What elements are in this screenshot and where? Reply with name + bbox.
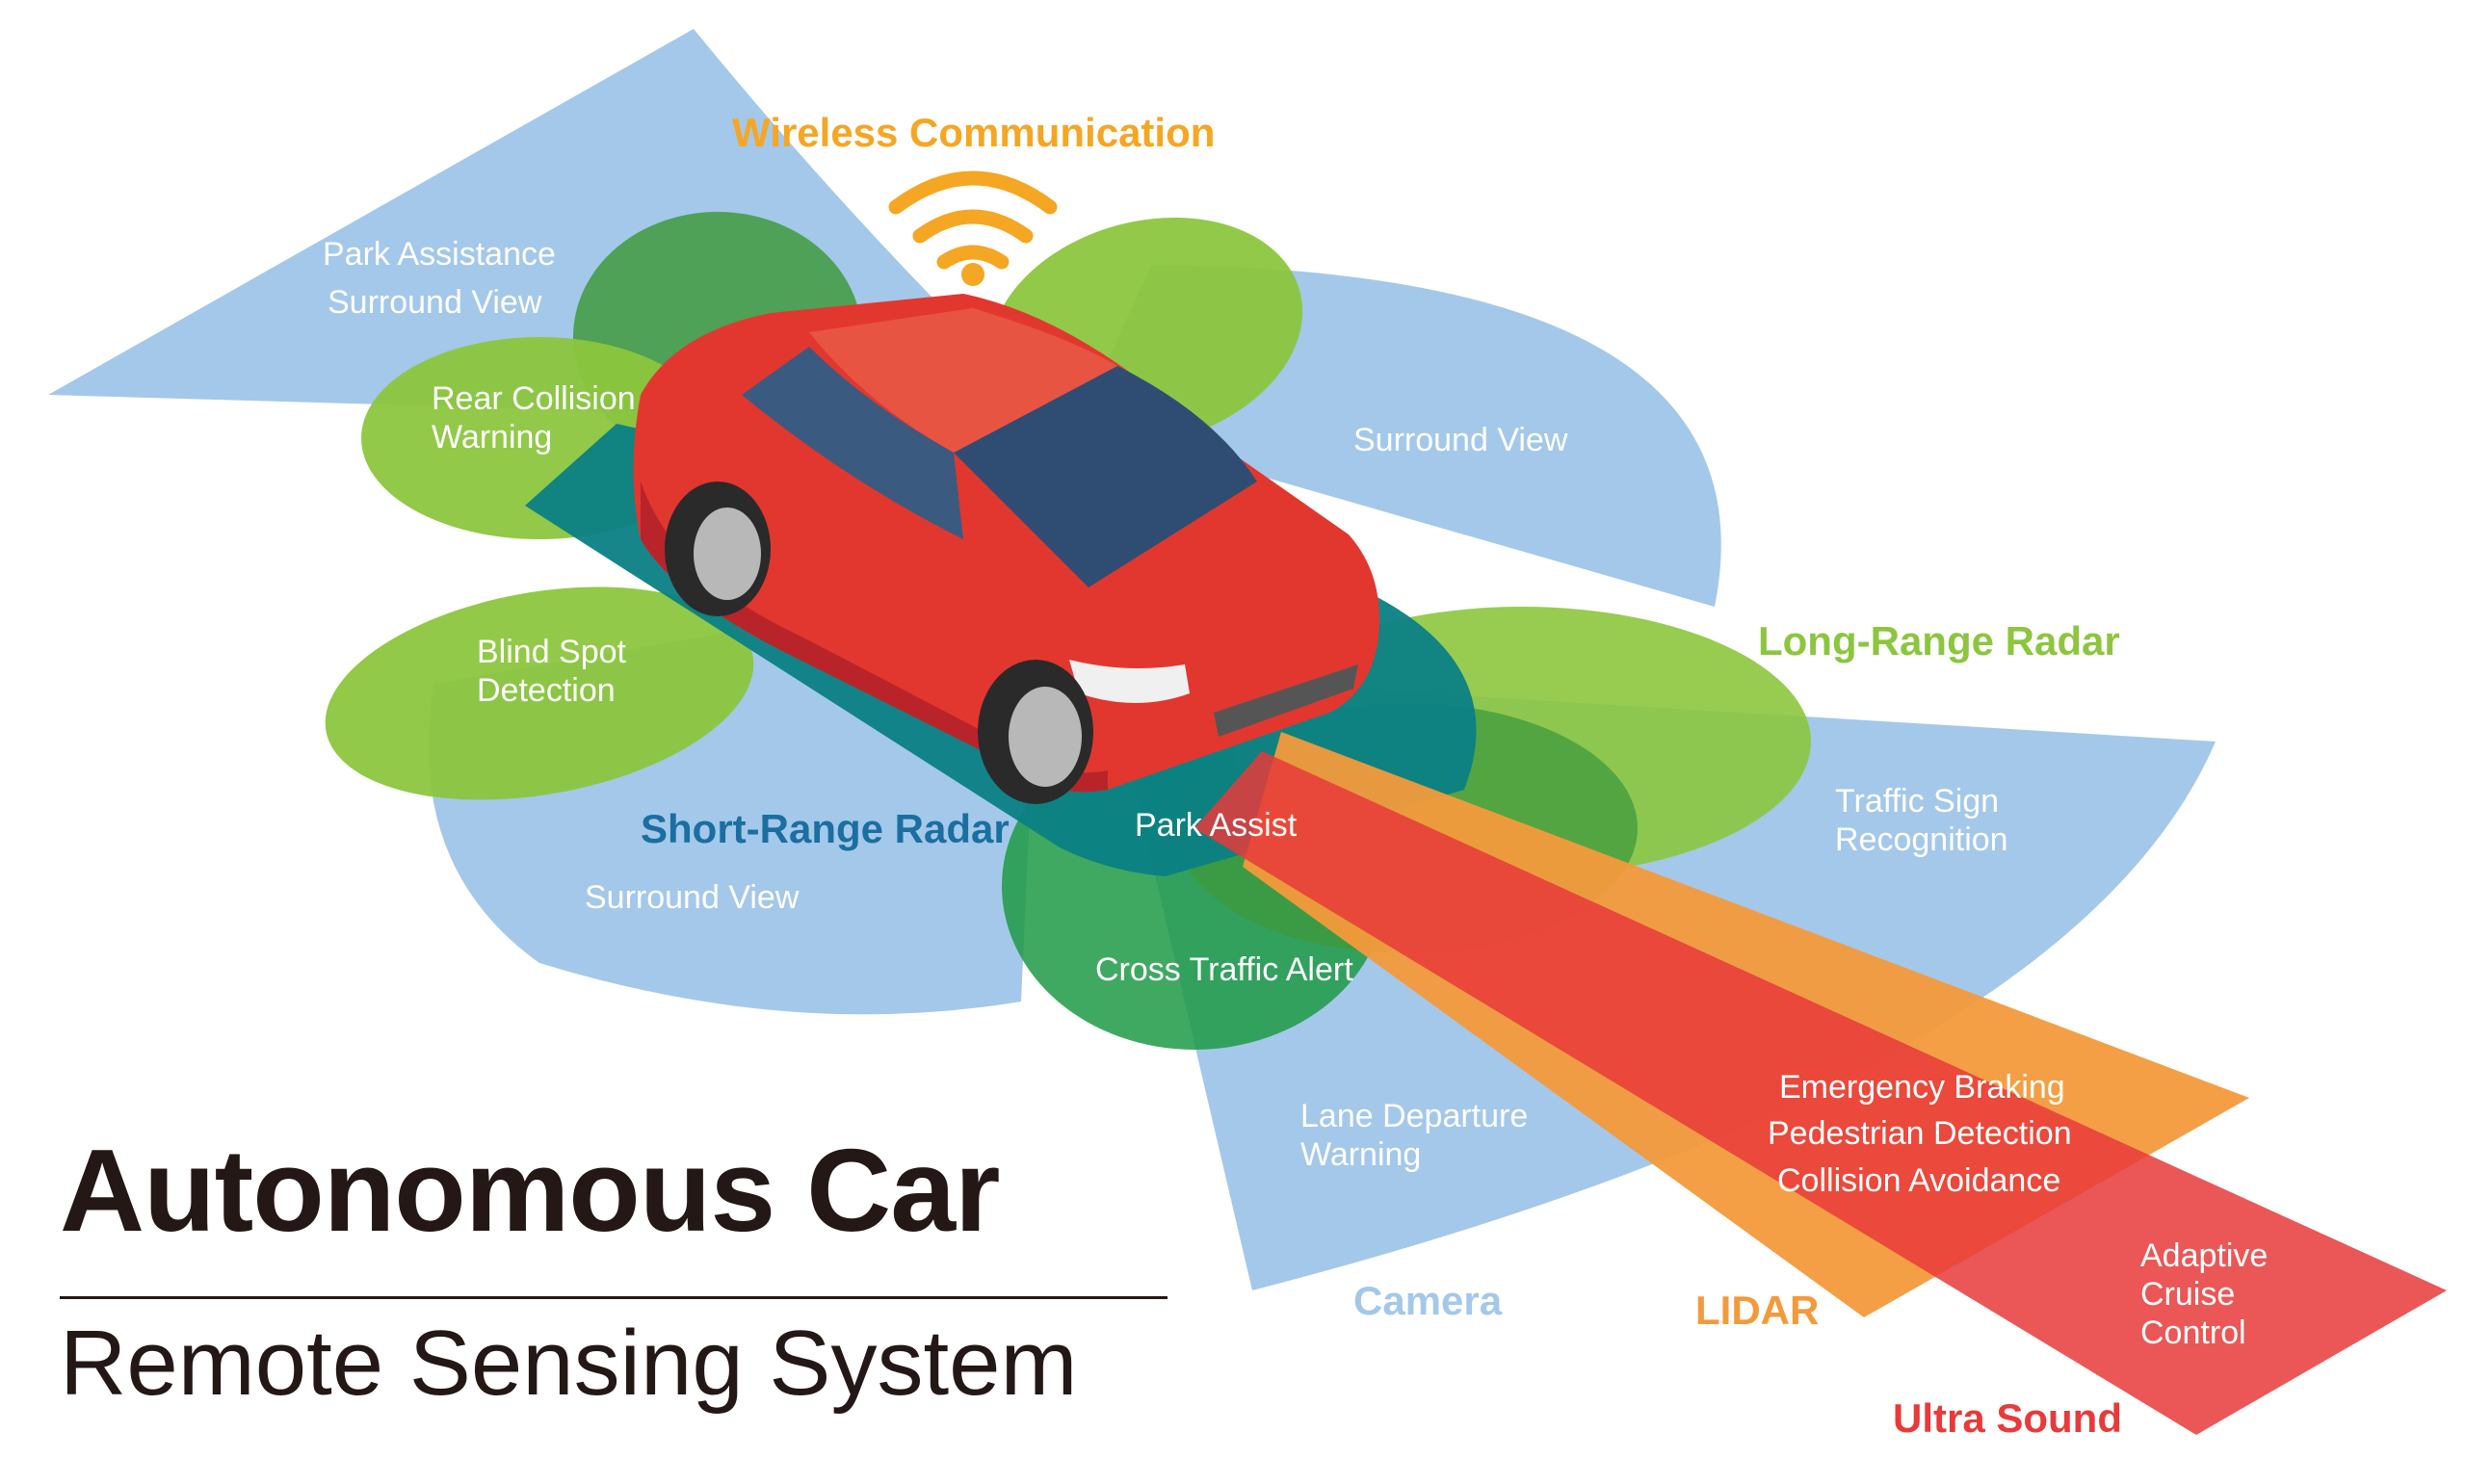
park-assistance-label: Park Assistance [323, 236, 556, 273]
blind-spot-detection-label: Detection [477, 672, 616, 709]
short-range-radar-label: Short-Range Radar [641, 806, 1010, 851]
park-assist-label: Park Assist [1135, 807, 1298, 844]
lidar-label: LIDAR [1695, 1288, 1819, 1333]
camera-label: Camera [1353, 1278, 1503, 1323]
adaptive-label: Adaptive [2140, 1237, 2268, 1274]
lane-departure-label: Lane Departure [1300, 1098, 1528, 1134]
emergency-braking-label: Emergency Braking [1779, 1069, 2065, 1106]
ultrasound-beam [1194, 751, 2447, 1435]
car [633, 294, 1379, 804]
cruise-label: Cruise [2140, 1276, 2235, 1313]
long-range-radar-label: Long-Range Radar [1758, 618, 2120, 664]
car-side-window [742, 347, 963, 539]
cross-traffic-label: Cross Traffic Alert [1095, 951, 1353, 988]
traffic-sign-label: Traffic Sign [1835, 783, 1999, 820]
car-wheel-rear [665, 482, 771, 616]
surround-view-right-label: Surround View [1353, 422, 1568, 458]
car-roof [809, 308, 1117, 453]
car-grille [1214, 664, 1358, 737]
surround-view-rear-label: Surround View [328, 284, 542, 321]
collision-avoidance-label: Collision Avoidance [1777, 1162, 2060, 1199]
surround-view-left-label: Surround View [585, 879, 800, 916]
pedestrian-detection-label: Pedestrian Detection [1768, 1115, 2072, 1152]
car-headlight [1069, 660, 1190, 703]
car-windshield [954, 366, 1257, 587]
control-label: Control [2140, 1315, 2246, 1351]
rear-collision-label: Rear Collision [432, 380, 636, 417]
title-main: Autonomous Car [60, 1125, 1001, 1256]
car-wheel-front [978, 660, 1093, 804]
radar-lobe-blind-spot [325, 586, 754, 800]
ultra-sound-label: Ultra Sound [1893, 1395, 2122, 1441]
title-sub: Remote Sensing System [60, 1312, 1078, 1415]
wifi-icon [888, 170, 1058, 286]
blind-spot-label: Blind Spot [477, 634, 627, 670]
wireless-label: Wireless Communication [732, 110, 1215, 155]
rear-collision-warning-label: Warning [432, 419, 552, 456]
title-divider [60, 1296, 1167, 1299]
lane-departure-warning-label: Warning [1300, 1136, 1421, 1173]
traffic-sign-recognition-label: Recognition [1835, 821, 2008, 858]
